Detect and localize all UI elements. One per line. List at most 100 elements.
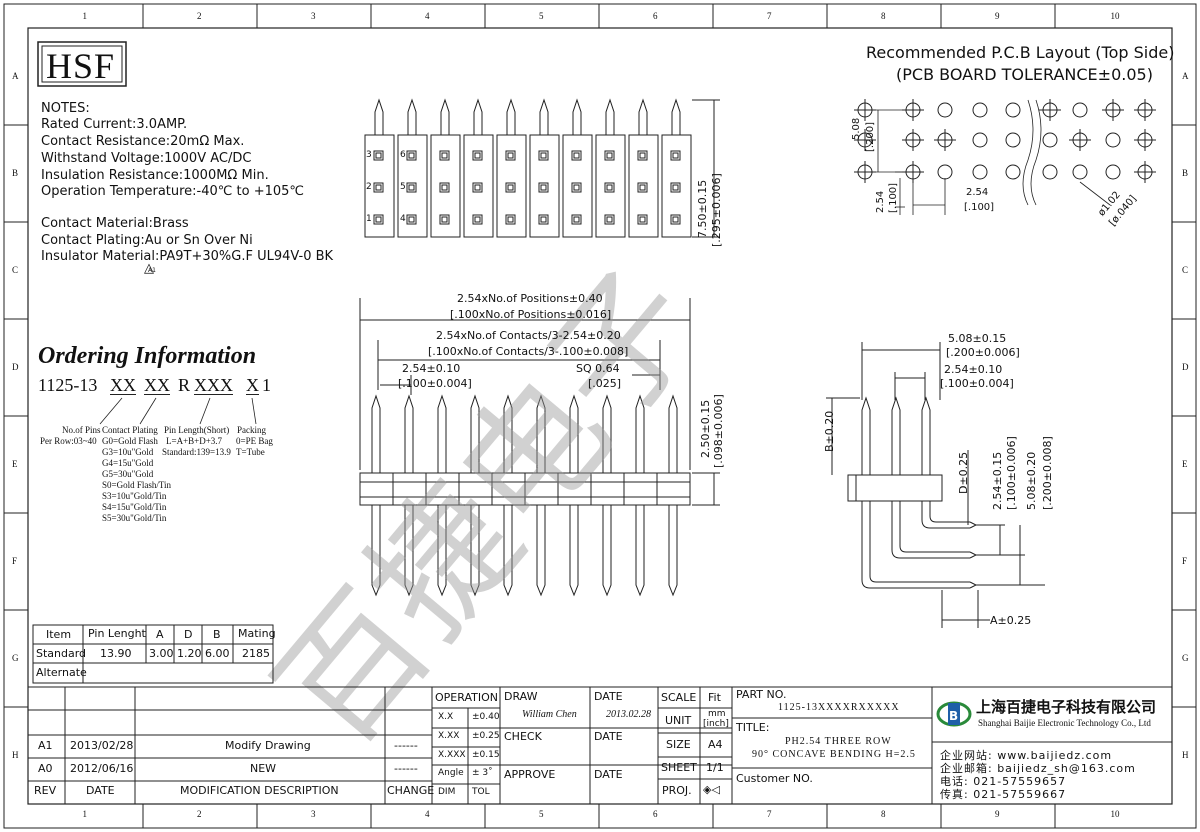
ordering-code-r: R [178, 375, 191, 395]
operation-label: OPERATION [435, 691, 498, 704]
pcb-dim-pitch-v: 2.54 [875, 190, 886, 213]
spec-row-standard-d: 1.20 [177, 647, 202, 660]
note-line: Rated Current:3.0AMP. [41, 117, 188, 132]
check-label: CHECK [504, 730, 542, 743]
company-logo-icon: B [936, 701, 972, 727]
tolerance-dim: Angle [438, 768, 464, 778]
scale-label: SCALE [661, 691, 697, 704]
front-view-pin [524, 394, 546, 597]
side-dim-row-inch: [.200±0.006] [946, 346, 1020, 359]
zone-row-label: D [12, 361, 19, 372]
part-no-label: PART NO. [736, 688, 787, 701]
ordering-packing-tube: T=Tube [236, 447, 265, 457]
front-view-pin [557, 394, 579, 597]
pcb-hole [1005, 164, 1021, 180]
unit-label: UNIT [665, 714, 692, 727]
side-dim-pitch-inch: [.100±0.004] [940, 377, 1014, 390]
front-view-pin [371, 394, 381, 597]
ordering-code-packing: X [246, 375, 259, 395]
tolerance-value: ±0.25 [472, 731, 500, 741]
pcb-dim-row: 5.08 [851, 117, 862, 140]
spec-row-standard-mating: 2185 [242, 647, 270, 660]
zone-row-label: B [12, 167, 19, 178]
ordering-code-prefix: 1125-13 [38, 375, 98, 395]
side-dim-pitch: 2.54±0.10 [944, 363, 1003, 376]
sheet-value: 1/1 [706, 761, 724, 774]
ordering-plating-option: G5=30u"Gold [102, 469, 154, 479]
pcb-dim-pitch-v-inch: [.100] [888, 182, 899, 213]
zone-col-label: 10 [1110, 809, 1120, 819]
zone-col-label: 9 [995, 11, 1000, 21]
ordering-packing-title: Packing [237, 425, 266, 435]
front-dim-total-inch: [.100xNo.of Positions±0.016] [450, 308, 612, 321]
pcb-dim-pitch-h-inch: [.100] [964, 202, 995, 213]
zone-col-label: 1 [82, 809, 88, 819]
zone-row-label: A [12, 70, 19, 81]
ordering-plating-option: G3=10u"Gold [102, 447, 154, 457]
pcb-hole [1072, 164, 1088, 180]
draw-date: 2013.02.28 [606, 709, 651, 720]
ordering-heading: Ordering Information [38, 343, 257, 369]
tolerance-value: ±0.15 [472, 750, 500, 760]
spec-header-item: Item [46, 628, 72, 641]
ordering-code-1: 1 [262, 375, 271, 395]
hsf-logo: HSF [46, 46, 116, 86]
spec-header-pin-length: Pin Lenght [88, 627, 146, 640]
projection-icon: ◈◁ [703, 783, 720, 796]
zone-col-label: 7 [767, 11, 772, 21]
front-view-pin [458, 394, 480, 597]
pin-number-label: 6 [400, 150, 406, 160]
material-line: Contact Plating:Au or Sn Over Ni [41, 233, 253, 248]
pcb-hole [1042, 164, 1058, 180]
tolerance-dim: X.XXX [438, 750, 466, 760]
zone-col-label: 5 [539, 11, 544, 21]
size-label: SIZE [666, 738, 691, 751]
pin-number-label: 1 [366, 214, 372, 224]
pcb-title: Recommended P.C.B Layout (Top Side) [866, 43, 1175, 62]
rev-header: REV [34, 784, 57, 797]
zone-col-label: 6 [653, 809, 658, 819]
check-date-label: DATE [594, 730, 623, 743]
zone-row-label: C [1182, 264, 1189, 275]
company-name-en: Shanghai Baijie Electronic Technology Co… [978, 718, 1151, 728]
zone-row-label: F [1182, 555, 1188, 566]
side-dim-v2: 5.08±0.20 [1025, 451, 1038, 510]
top-view-outline [364, 98, 720, 238]
ordering-length-title: Pin Length(Short) [164, 425, 230, 435]
modification-header: MODIFICATION DESCRIPTION [180, 784, 339, 797]
rev-a1-desc: Modify Drawing [225, 739, 311, 752]
ordering-plating-option: S3=10u"Gold/Tin [102, 491, 167, 501]
zone-row-label: H [12, 749, 19, 760]
zone-col-label: 8 [881, 809, 886, 819]
top-view-pin-column [397, 98, 428, 238]
pin-number-label: 2 [366, 182, 372, 192]
pcb-hole [972, 102, 988, 118]
front-dim-pitch: 2.54±0.10 [402, 362, 461, 375]
tolerance-dim: X.X [438, 712, 454, 722]
top-view-pin-column [463, 98, 494, 238]
zone-col-label: 5 [539, 809, 544, 819]
ordering-plating-option: S4=15u"Gold/Tin [102, 502, 167, 512]
tolerance-value: TOL [472, 787, 490, 797]
sheet-label: SHEET [661, 761, 697, 774]
front-view-pin [656, 394, 678, 597]
spec-header-d: D [184, 628, 193, 641]
front-dim-sq-inch: [.025] [588, 377, 622, 390]
zone-col-label: 6 [653, 11, 658, 21]
part-no-value: 1125-13XXXXRXXXXX [778, 702, 900, 713]
unit-mm: mm [708, 709, 726, 719]
side-dim-v1: 2.54±0.15 [991, 451, 1004, 510]
side-view-outline [826, 342, 1045, 628]
top-dim-height-inch: [.295±0.006] [710, 173, 723, 247]
zone-row-label: B [1182, 167, 1189, 178]
proj-label: PROJ. [662, 784, 692, 797]
approve-date-label: DATE [594, 768, 623, 781]
pcb-hole [937, 102, 953, 118]
zone-col-label: 8 [881, 11, 886, 21]
zone-col-label: 2 [197, 11, 202, 21]
spec-row-alternate-item: Alternate [36, 666, 87, 679]
pin-number-label: 5 [400, 182, 406, 192]
top-view-pin-column [430, 98, 461, 238]
size-value: A4 [708, 738, 723, 751]
